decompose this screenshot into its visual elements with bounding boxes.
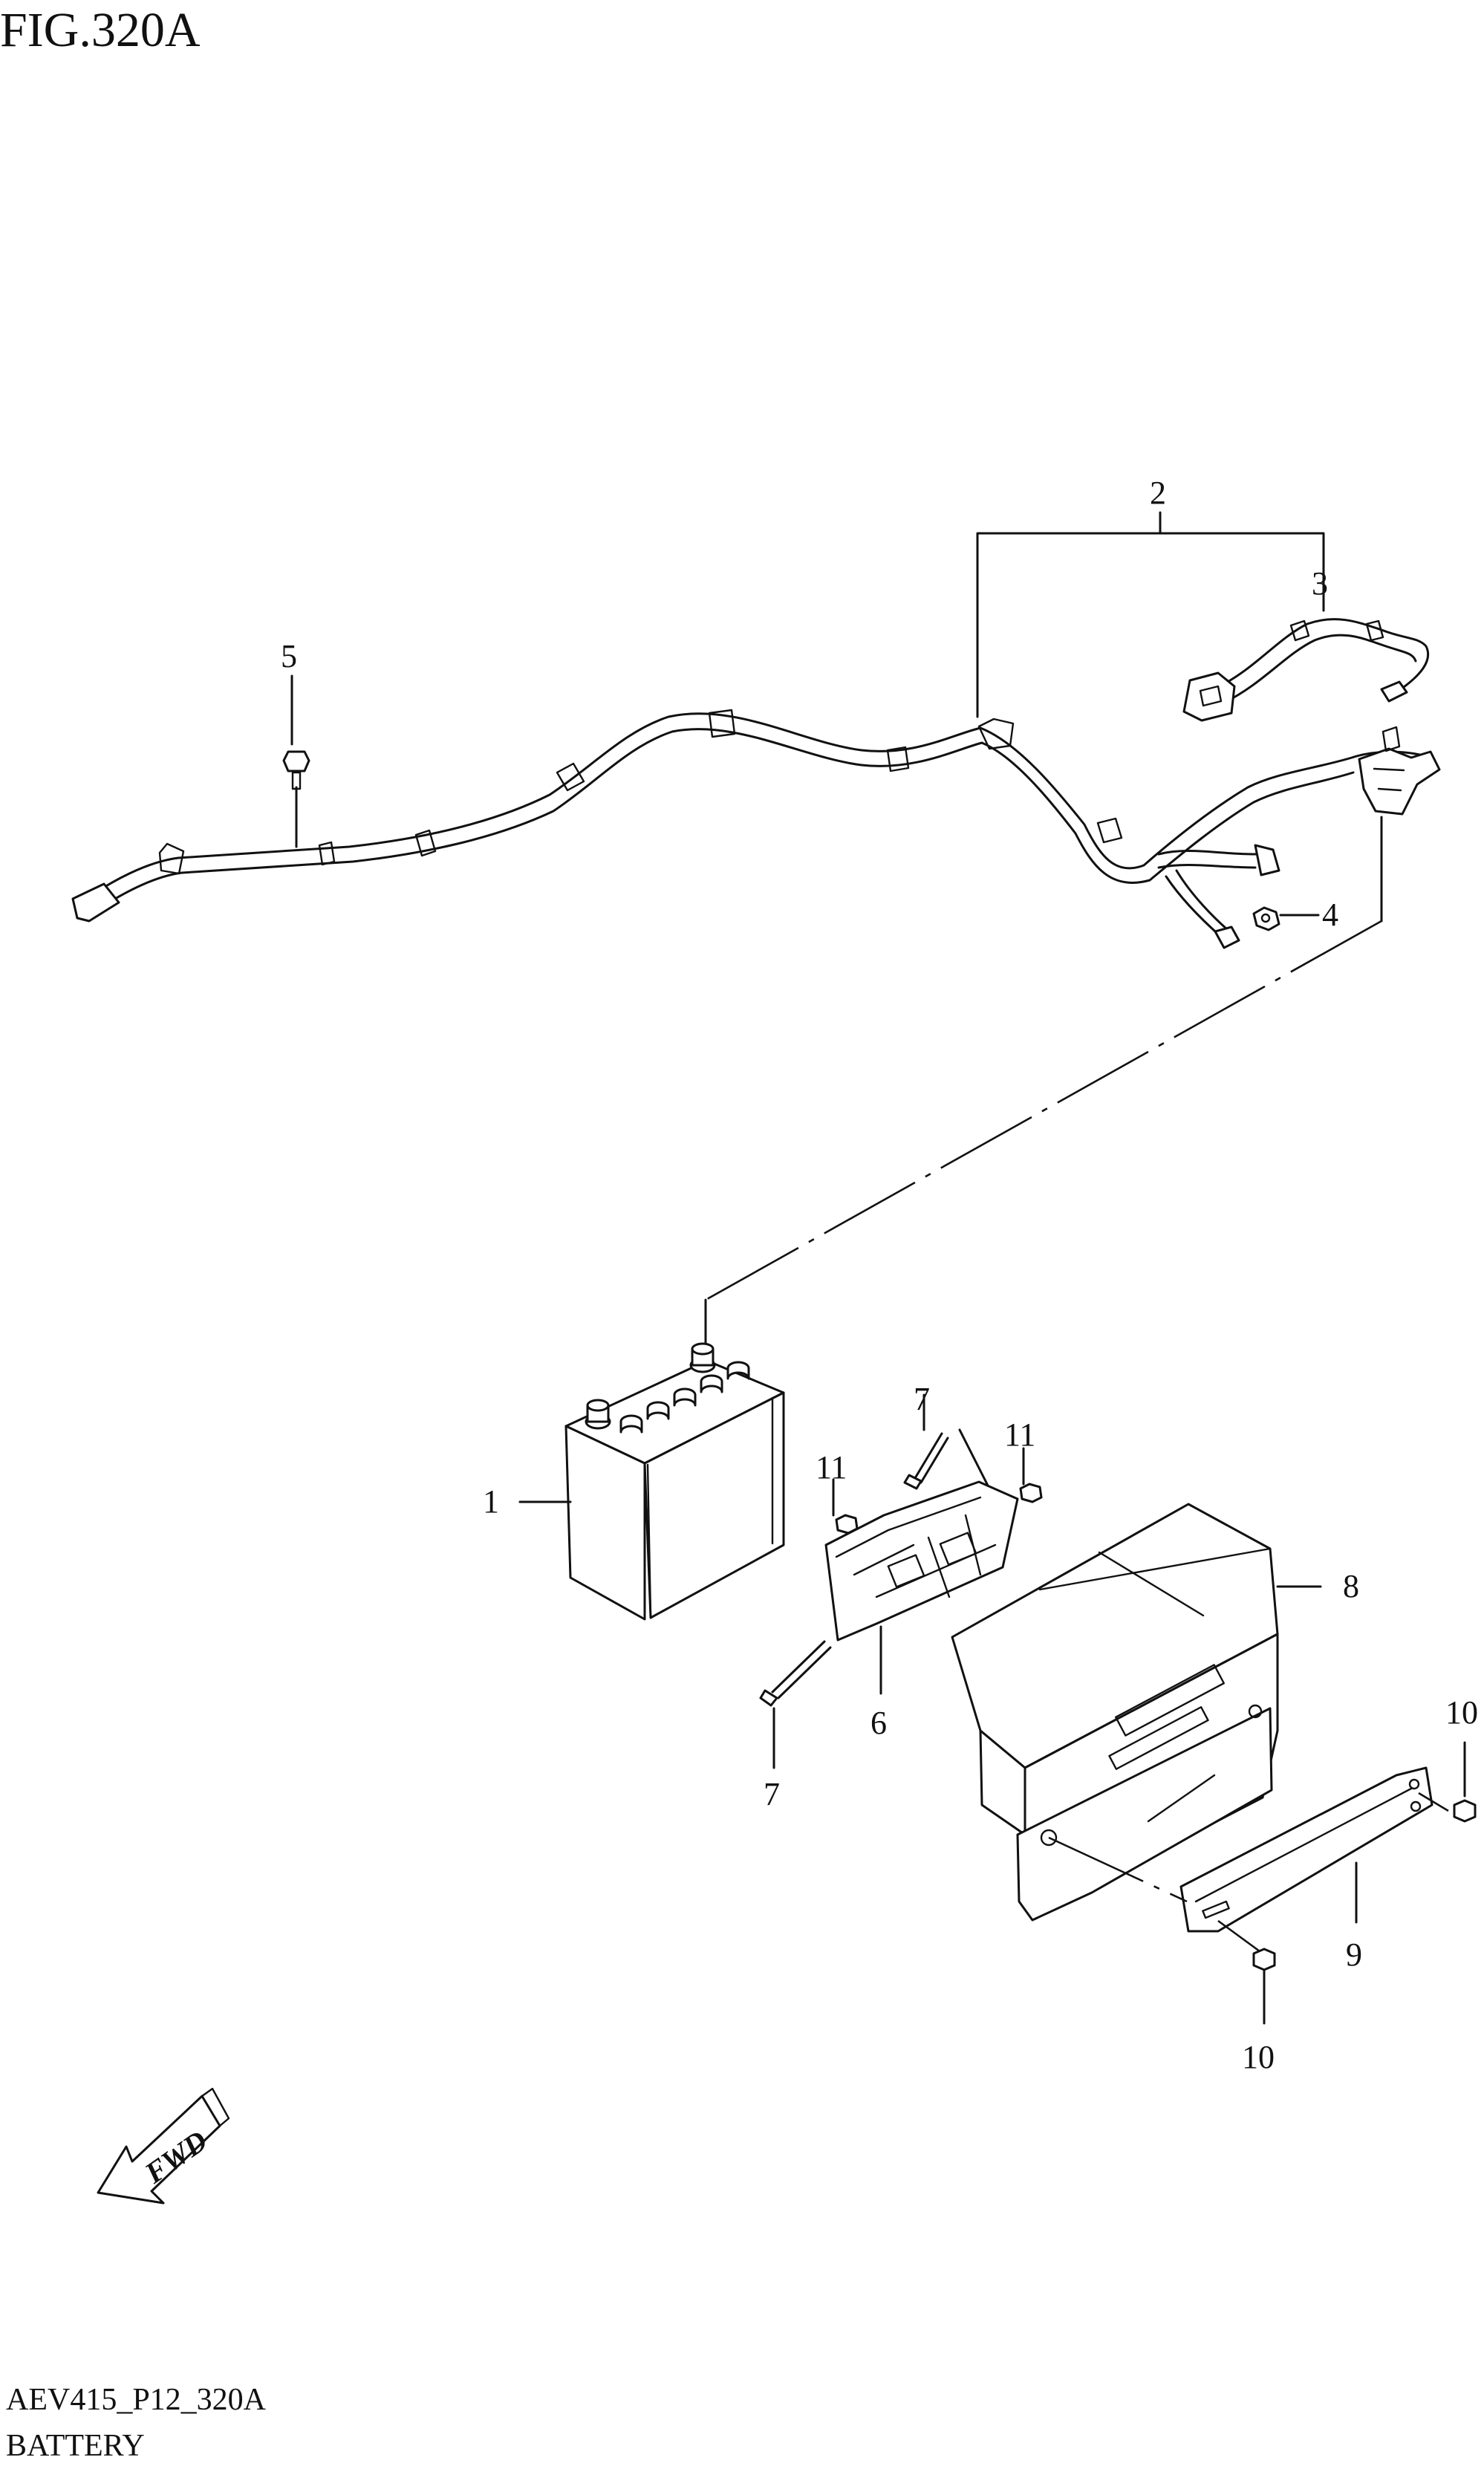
figure-caption: BATTERY (6, 2429, 145, 2463)
callout-7-lower: 7 (764, 1776, 780, 1812)
callout-10-bottom: 10 (1242, 2039, 1275, 2075)
bolt-10-bottom (1252, 1948, 1276, 2025)
nut-11-left (832, 1478, 859, 1535)
bolt-10-right (1453, 1741, 1477, 1823)
callout-11-left: 11 (816, 1449, 847, 1486)
callout-5: 5 (281, 638, 297, 674)
battery-cable (1182, 618, 1430, 722)
battery-terminal-positive (689, 1342, 716, 1373)
callout-2: 2 (1150, 475, 1166, 511)
tray-support-bracket (1048, 1766, 1449, 1955)
battery-hold-bracket (824, 1480, 1019, 1695)
callout-numbers: 2 3 5 4 1 7 11 11 8 6 7 10 9 10 (281, 475, 1478, 2075)
figure-title: FIG.320A (0, 3, 201, 57)
callout-1: 1 (483, 1483, 499, 1520)
battery-tray (951, 1503, 1322, 1922)
callout-8: 8 (1343, 1568, 1359, 1604)
figure-code: AEV415_P12_320A (6, 2383, 267, 2417)
nut-4 (1252, 906, 1320, 931)
callout-11-right: 11 (1004, 1416, 1035, 1453)
callout-7-upper: 7 (914, 1381, 930, 1417)
callout-10-right: 10 (1445, 1694, 1478, 1731)
fwd-arrow-icon: FWD (97, 2087, 230, 2205)
j-bolt-lower (759, 1640, 832, 1769)
callout-9: 9 (1346, 1936, 1362, 1973)
dashed-leader (705, 920, 1382, 1301)
bolt-5 (282, 750, 310, 848)
callout-4: 4 (1322, 897, 1338, 933)
callout-6: 6 (870, 1705, 887, 1741)
battery-cell-caps (619, 1361, 750, 1434)
battery-terminal-negative (585, 1399, 611, 1430)
callout-leaders (290, 511, 1325, 746)
battery (518, 1342, 785, 1621)
j-bolt-upper (903, 1393, 989, 1490)
callout-3: 3 (1312, 565, 1328, 602)
wiring-harness (71, 709, 1441, 949)
nut-11-right (1019, 1447, 1043, 1503)
